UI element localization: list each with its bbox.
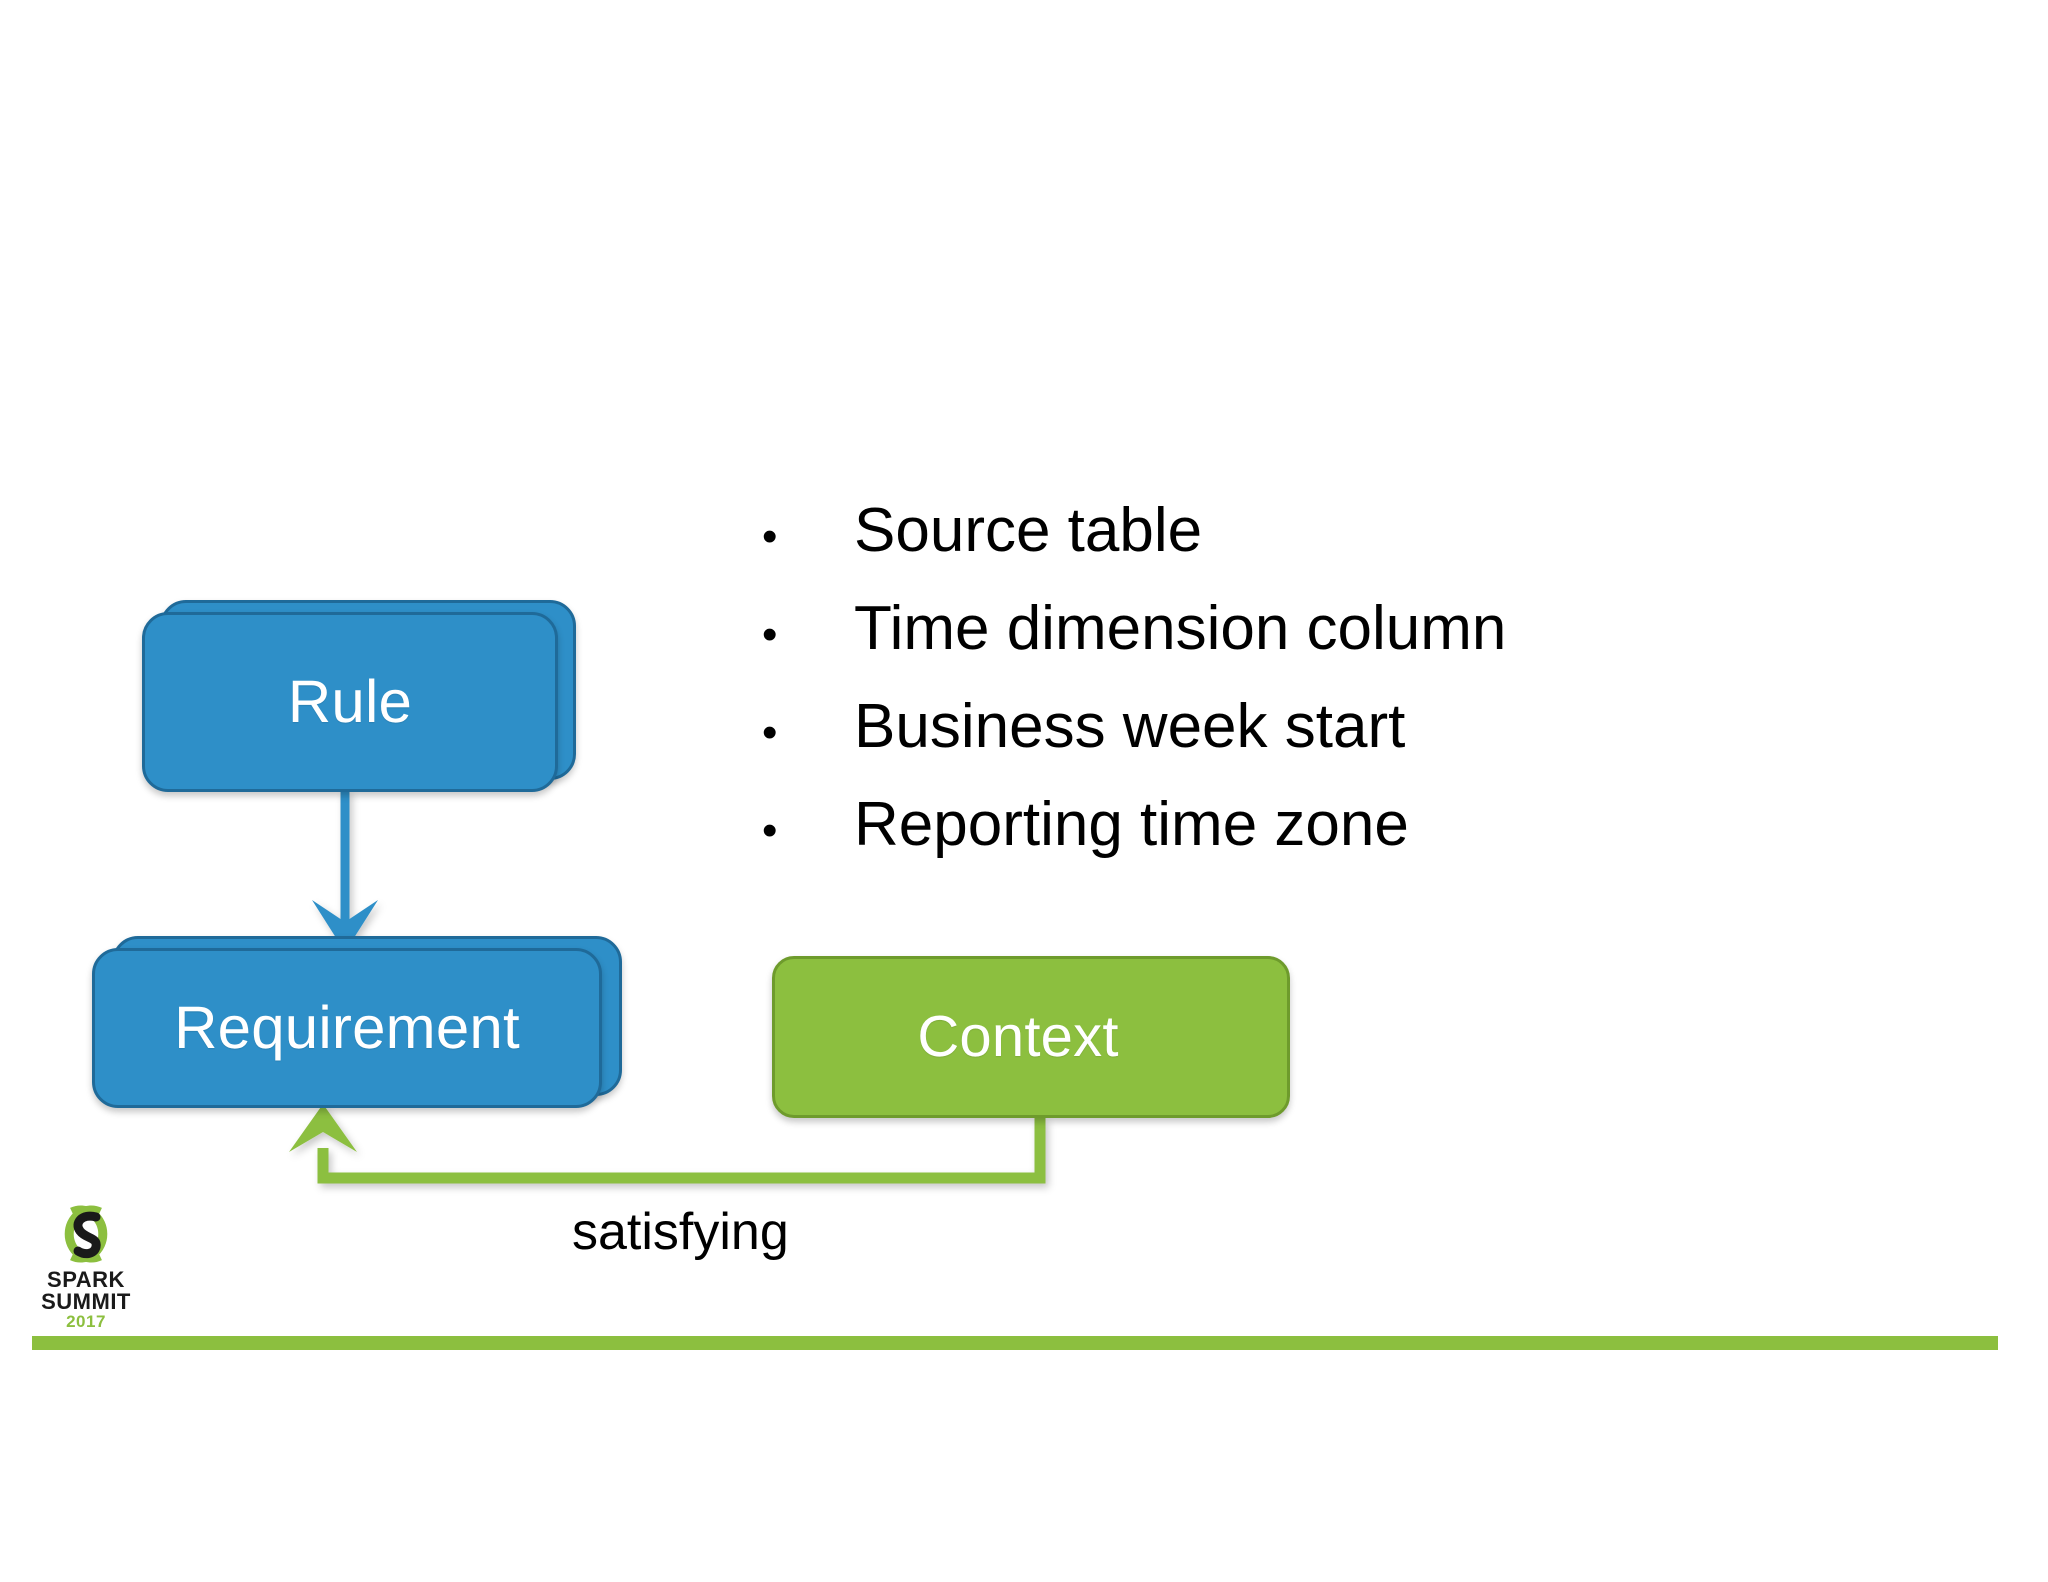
bullet-text: Reporting time zone — [854, 790, 1409, 859]
spark-summit-logo: SPARK SUMMIT 2017 — [34, 1203, 138, 1331]
context-node-label: Context — [917, 1004, 1119, 1069]
bullet-list: • Source table • Time dimension column •… — [762, 500, 1722, 892]
edge-rule-to-requirement — [312, 790, 378, 952]
list-item: • Business week start — [762, 696, 1722, 794]
requirement-node[interactable]: Requirement — [92, 948, 602, 1108]
bullet-dot-icon: • — [762, 512, 778, 561]
bullet-dot-icon: • — [762, 610, 778, 659]
brand-line-summit: SUMMIT — [41, 1289, 131, 1314]
list-item: • Source table — [762, 500, 1722, 598]
footer-accent-bar — [32, 1336, 1998, 1350]
rule-node-label: Rule — [287, 668, 413, 735]
bullet-dot-icon: • — [762, 708, 778, 757]
brand-line-year: 2017 — [66, 1312, 106, 1331]
bullet-text: Business week start — [854, 692, 1406, 761]
requirement-node-label: Requirement — [174, 994, 520, 1061]
spark-summit-logo-mark-icon — [64, 1205, 108, 1263]
bullet-text: Time dimension column — [854, 594, 1507, 663]
bullet-dot-icon: • — [762, 806, 778, 855]
rule-node[interactable]: Rule — [142, 612, 558, 792]
brand-line-spark: SPARK — [47, 1267, 125, 1292]
edge-label-satisfying: satisfying — [572, 1203, 789, 1261]
context-node[interactable]: Context — [772, 956, 1290, 1118]
bullet-text: Source table — [854, 496, 1203, 565]
list-item: • Reporting time zone — [762, 794, 1722, 892]
list-item: • Time dimension column — [762, 598, 1722, 696]
